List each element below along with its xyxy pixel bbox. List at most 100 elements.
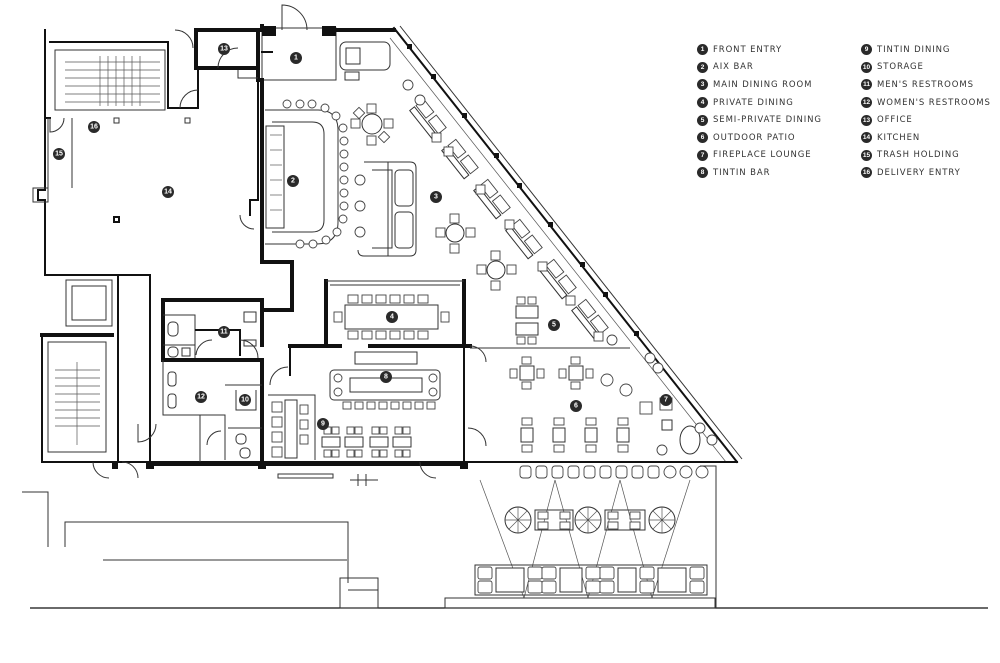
semi-private-dining-tables	[515, 258, 618, 346]
restroom-fixtures	[167, 311, 257, 459]
legend-item: 16 DELIVERY ENTRY	[861, 164, 991, 182]
legend-number: 5	[697, 114, 708, 126]
legend-item: 12 WOMEN'S RESTROOMS	[861, 94, 991, 112]
marker-fireplace-lounge: 7	[660, 394, 672, 406]
legend-number: 15	[861, 149, 872, 161]
legend-label: FRONT ENTRY	[713, 44, 783, 55]
legend-number: 4	[697, 97, 708, 109]
legend-number: 1	[697, 44, 708, 56]
marker-semi-private: 5	[548, 319, 560, 331]
legend-label: SEMI-PRIVATE DINING	[713, 115, 822, 126]
legend-label: AIX BAR	[713, 62, 754, 73]
legend-label: KITCHEN	[877, 132, 921, 143]
plan-markers: 1 2 3 4 5 6 7 8 9 10 11 12 13 14 15 16	[53, 43, 672, 430]
marker-private-dining: 4	[386, 311, 398, 323]
legend-number: 7	[697, 149, 708, 161]
svg-text:13: 13	[220, 46, 228, 53]
legend-label: STORAGE	[877, 62, 924, 73]
legend-label: OUTDOOR PATIO	[713, 132, 796, 143]
marker-womens-restrooms: 12	[195, 391, 207, 403]
legend-label: TINTIN BAR	[713, 167, 771, 178]
svg-text:10: 10	[241, 397, 249, 404]
tintin-bar-counter	[329, 351, 441, 410]
legend-label: DELIVERY ENTRY	[877, 167, 961, 178]
legend-number: 2	[697, 61, 708, 73]
legend-item: 10 STORAGE	[861, 59, 991, 77]
svg-text:7: 7	[664, 397, 668, 404]
marker-tintin-dining: 9	[317, 418, 329, 430]
marker-aix-bar: 2	[287, 175, 299, 187]
legend-label: OFFICE	[877, 115, 913, 126]
svg-text:4: 4	[390, 314, 394, 321]
legend-number: 13	[861, 114, 872, 126]
svg-text:15: 15	[55, 151, 63, 158]
legend-item: 11 MEN'S RESTROOMS	[861, 76, 991, 94]
marker-delivery-entry: 16	[88, 121, 100, 133]
legend-item: 5 SEMI-PRIVATE DINING	[697, 111, 822, 129]
legend-item: 13 OFFICE	[861, 111, 991, 129]
interior-walls	[40, 51, 630, 463]
marker-main-dining: 3	[430, 191, 442, 203]
legend-number: 6	[697, 132, 708, 144]
legend-label: MEN'S RESTROOMS	[877, 79, 974, 90]
marker-outdoor-patio: 6	[570, 400, 582, 412]
legend-label: FIREPLACE LOUNGE	[713, 150, 812, 161]
legend-item: 3 MAIN DINING ROOM	[697, 76, 822, 94]
legend-label: TINTIN DINING	[877, 44, 951, 55]
tintin-dining-tables	[271, 399, 412, 459]
svg-text:5: 5	[552, 322, 556, 329]
legend-number: 11	[861, 79, 872, 91]
legend-label: MAIN DINING ROOM	[713, 79, 813, 90]
legend-number: 16	[861, 167, 872, 179]
marker-mens-restrooms: 11	[218, 326, 230, 338]
legend-item: 4 PRIVATE DINING	[697, 94, 822, 112]
legend-item: 14 KITCHEN	[861, 129, 991, 147]
legend-label: WOMEN'S RESTROOMS	[877, 97, 991, 108]
entry-host-area	[339, 41, 426, 106]
legend-item: 6 OUTDOOR PATIO	[697, 129, 822, 147]
marker-trash-holding: 15	[53, 148, 65, 160]
aix-bar-stools	[282, 99, 349, 249]
legend-item: 9 TINTIN DINING	[861, 41, 991, 59]
legend-number: 14	[861, 132, 872, 144]
sidewalk-seating	[444, 479, 716, 609]
site-details	[277, 473, 378, 486]
svg-text:3: 3	[434, 194, 438, 201]
svg-text:8: 8	[384, 374, 388, 381]
site-outline	[22, 491, 379, 609]
legend-item: 2 AIX BAR	[697, 59, 822, 77]
svg-text:16: 16	[90, 124, 98, 131]
legend-item: 7 FIREPLACE LOUNGE	[697, 147, 822, 165]
umbrella-icons	[504, 506, 676, 534]
legend-item: 1 FRONT ENTRY	[697, 41, 822, 59]
svg-text:9: 9	[321, 421, 325, 428]
marker-tintin-bar: 8	[380, 371, 392, 383]
aix-bar-counter	[265, 109, 339, 245]
kitchen-columns	[113, 117, 191, 223]
svg-text:12: 12	[197, 394, 205, 401]
legend-number: 9	[861, 44, 872, 56]
legend-label: TRASH HOLDING	[877, 150, 960, 161]
outdoor-patio-furniture	[509, 352, 718, 608]
svg-text:1: 1	[294, 55, 298, 62]
legend-item: 15 TRASH HOLDING	[861, 147, 991, 165]
exterior-walls	[32, 24, 743, 469]
svg-text:11: 11	[220, 329, 228, 336]
svg-text:6: 6	[574, 403, 578, 410]
legend-number: 3	[697, 79, 708, 91]
legend-column-2: 9 TINTIN DINING 10 STORAGE 11 MEN'S RESTROO…	[861, 41, 991, 182]
legend-number: 12	[861, 97, 872, 109]
marker-storage: 10	[239, 394, 251, 406]
svg-text:2: 2	[291, 178, 295, 185]
legend-number: 10	[861, 61, 872, 73]
marker-front-entry: 1	[290, 52, 302, 64]
legend-label: PRIVATE DINING	[713, 97, 794, 108]
marker-office: 13	[218, 43, 230, 55]
marker-kitchen: 14	[162, 186, 174, 198]
main-dining-tables	[350, 98, 543, 291]
svg-text:14: 14	[164, 189, 172, 196]
